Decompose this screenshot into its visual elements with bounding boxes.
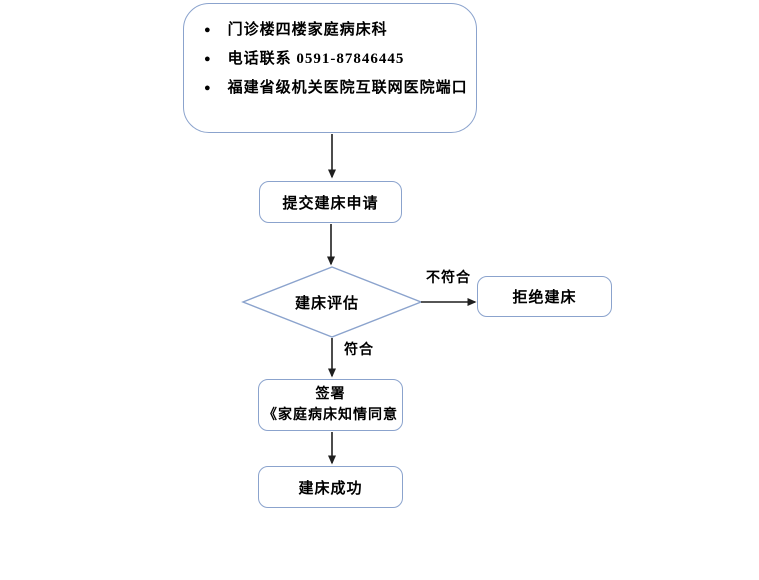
submit-application-label: 提交建床申请 xyxy=(282,195,379,212)
edge-label-not-match: 不符合 xyxy=(426,271,471,286)
bullet-icon: ● xyxy=(204,24,212,36)
info-item-text: 门诊楼四楼家庭病床科 xyxy=(227,22,388,38)
sign-consent-node: 签署 《家庭病床知情同意 xyxy=(258,379,403,431)
info-item: ● 门诊楼四楼家庭病床科 xyxy=(204,21,468,40)
info-item-text: 电话联系 0591-87846445 xyxy=(227,51,405,67)
reject-label: 拒绝建床 xyxy=(512,290,577,306)
success-node: 建床成功 xyxy=(258,466,403,508)
info-node: ● 门诊楼四楼家庭病床科 ● 电话联系 0591-87846445 ● 福建省级… xyxy=(183,3,477,133)
info-item: ● 福建省级机关医院互联网医院端口 xyxy=(204,79,468,98)
edge-label-match: 符合 xyxy=(344,343,374,358)
evaluation-decision-label: 建床评估 xyxy=(294,296,359,312)
sign-consent-line1: 签署 xyxy=(315,387,346,402)
sign-consent-line2: 《家庭病床知情同意 xyxy=(263,408,398,423)
success-label: 建床成功 xyxy=(298,480,363,497)
bullet-icon: ● xyxy=(204,82,212,94)
info-item: ● 电话联系 0591-87846445 xyxy=(204,50,468,69)
submit-application-node: 提交建床申请 xyxy=(259,181,402,223)
reject-node: 拒绝建床 xyxy=(477,276,612,317)
info-item-text: 福建省级机关医院互联网医院端口 xyxy=(227,80,468,96)
bullet-icon: ● xyxy=(204,53,212,65)
